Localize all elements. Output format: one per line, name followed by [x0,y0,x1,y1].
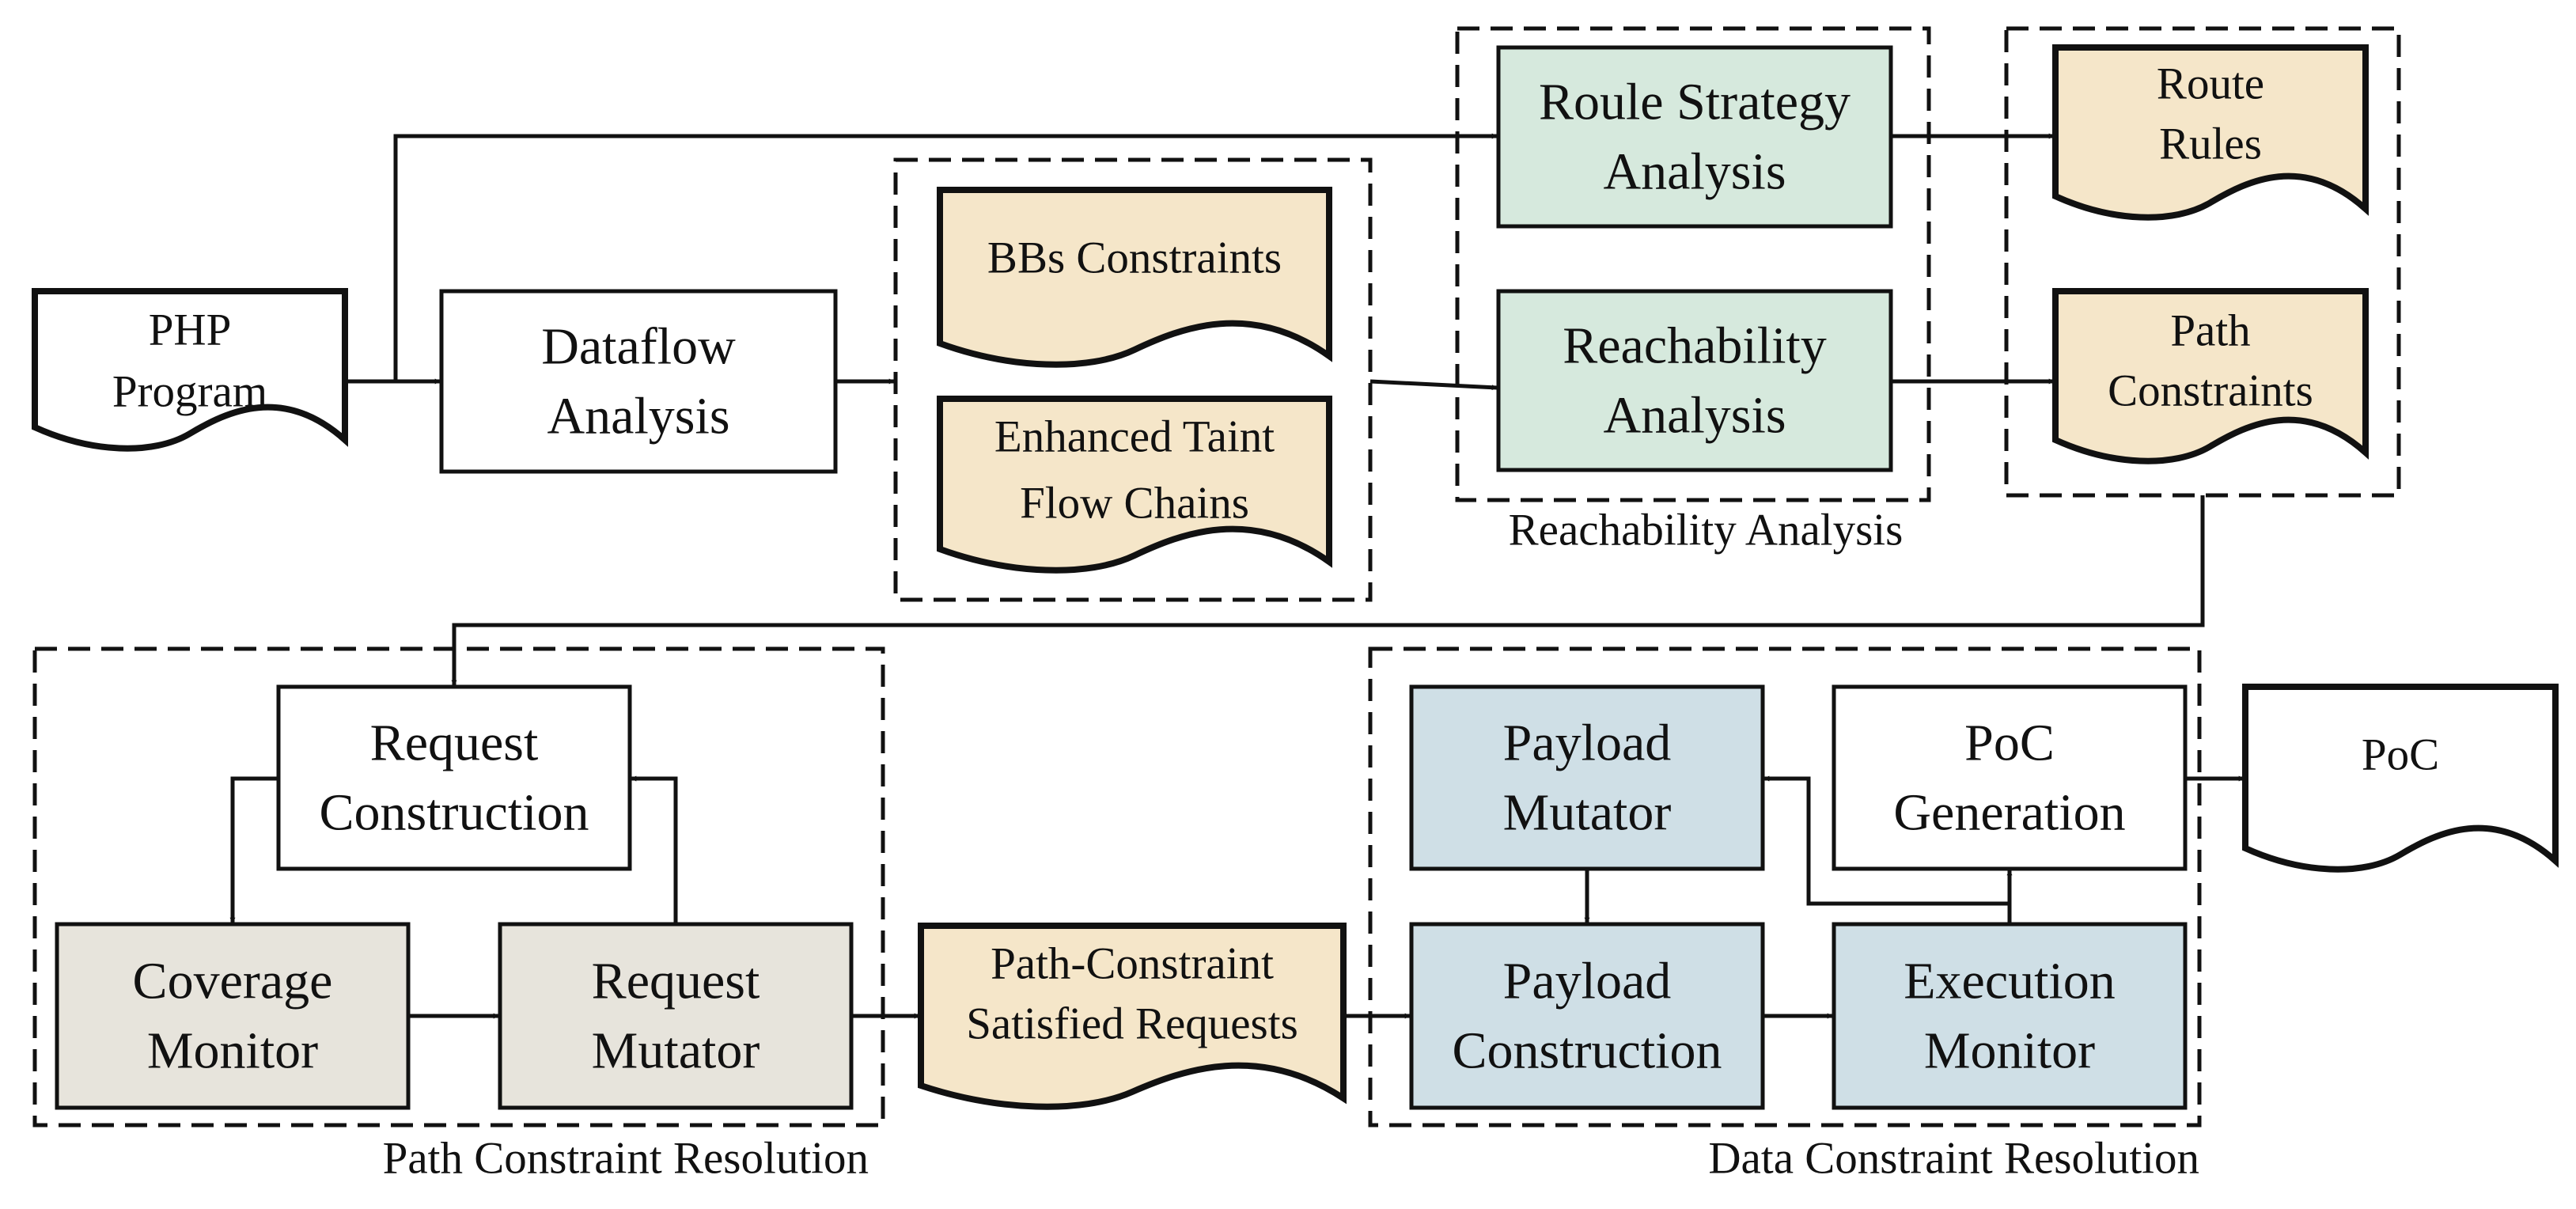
data-resolution-group-label: Data Constraint Resolution [1708,1134,2199,1184]
coverage-monitor-box [55,922,411,1110]
payload-mutator-label-line-2: Mutator [1503,784,1672,842]
poc-document-shape [2242,684,2559,873]
dataflow-analysis-box [439,289,838,474]
route-rules-document-shape [2052,44,2369,221]
bbs-constraints-label-line-1: BBs Constraints [987,233,1282,283]
request-mutator-box [498,922,854,1110]
path-satisfied-label-line-1: Path-Constraint [991,939,1274,989]
execution-monitor-label-line-2: Monitor [1924,1022,2095,1080]
execution-monitor-box [1832,922,2188,1110]
path-satisfied-document-shape [918,923,1347,1110]
path-constraints-to-request-construction-arrow [451,495,2205,686]
reachability-group-frame [1455,26,1931,502]
route-strategy-label-line-1: Roule Strategy [1539,74,1851,131]
request-mutator-label-line-1: Request [592,953,760,1010]
payload-mutator-box [1409,684,1765,871]
execution-monitor-label-line-1: Execution [1904,953,2116,1010]
php-program-label-line-2: Program [112,367,267,417]
payload-construction-box [1409,922,1765,1110]
request-construction-box [276,684,632,871]
request-mutator-to-request-construction-arrow [631,775,678,924]
enhanced-taint-label-line-2: Flow Chains [1020,479,1249,529]
reachability-analysis-box [1496,289,1893,472]
poc-generation-label-line-1: PoC [1964,714,2055,772]
coverage-monitor-label-line-2: Monitor [147,1022,318,1080]
path-constraints-label-line-2: Constraints [2108,366,2313,416]
poc-generation-label-line-2: Generation [1893,784,2125,842]
route-strategy-box [1496,45,1893,229]
php-program-document-shape [32,288,348,452]
request-construction-to-coverage-arrow [229,776,278,923]
bbs-constraints-node: BBs Constraints [937,187,1332,368]
request-construction-label-line-2: Construction [320,784,589,842]
dataflow-analysis-label-line-1: Dataflow [541,318,736,376]
enhanced-taint-label-line-1: Enhanced Taint [994,412,1275,462]
connectors [229,133,2245,1019]
dataflow-analysis-label-line-2: Analysis [547,388,730,445]
path-resolution-group-label: Path Constraint Resolution [383,1134,869,1184]
payload-mutator-label-line-1: Payload [1503,714,1672,772]
payload-construction-label-line-2: Construction [1453,1022,1722,1080]
reachability-analysis-label-line-1: Reachability [1563,317,1827,375]
reachability-group-label: Reachability Analysis [1509,506,1904,555]
poc-generation-box [1832,684,2188,871]
path-resolution-group-frame [32,646,885,1128]
enhanced-taint-document-shape [937,396,1332,574]
path-constraints-label-line-1: Path [2170,306,2250,356]
path-constraints-document-shape [2052,288,2369,464]
bbs-constraints-document-shape [937,187,1332,368]
execution-monitor-to-payload-mutator-arrow [1763,775,2010,906]
route-strategy-label-line-2: Analysis [1604,143,1786,201]
route-rules-label-line-2: Rules [2159,119,2262,169]
php-program-label-line-1: PHP [149,305,232,355]
payload-construction-label-line-1: Payload [1503,953,1672,1010]
poc-label-line-1: PoC [2362,730,2439,780]
outputs-frame-group [893,157,1373,602]
poc-node: PoC [2242,684,2559,873]
reachability-analysis-label-line-2: Analysis [1604,387,1786,445]
request-mutator-label-line-2: Mutator [592,1022,760,1080]
php-program-node: PHP Program [32,288,348,452]
data-resolution-group-frame [1368,646,2202,1128]
program-to-route-strategy-arrow [393,133,1498,381]
path-satisfied-label-line-2: Satisfied Requests [966,999,1298,1049]
route-rules-label-line-1: Route [2157,59,2264,109]
coverage-monitor-label-line-1: Coverage [133,953,333,1010]
poc-generation-node: PoC Generation [1832,684,2188,871]
request-construction-label-line-1: Request [370,714,539,772]
outputs-to-reachability-arrow [1369,379,1498,391]
